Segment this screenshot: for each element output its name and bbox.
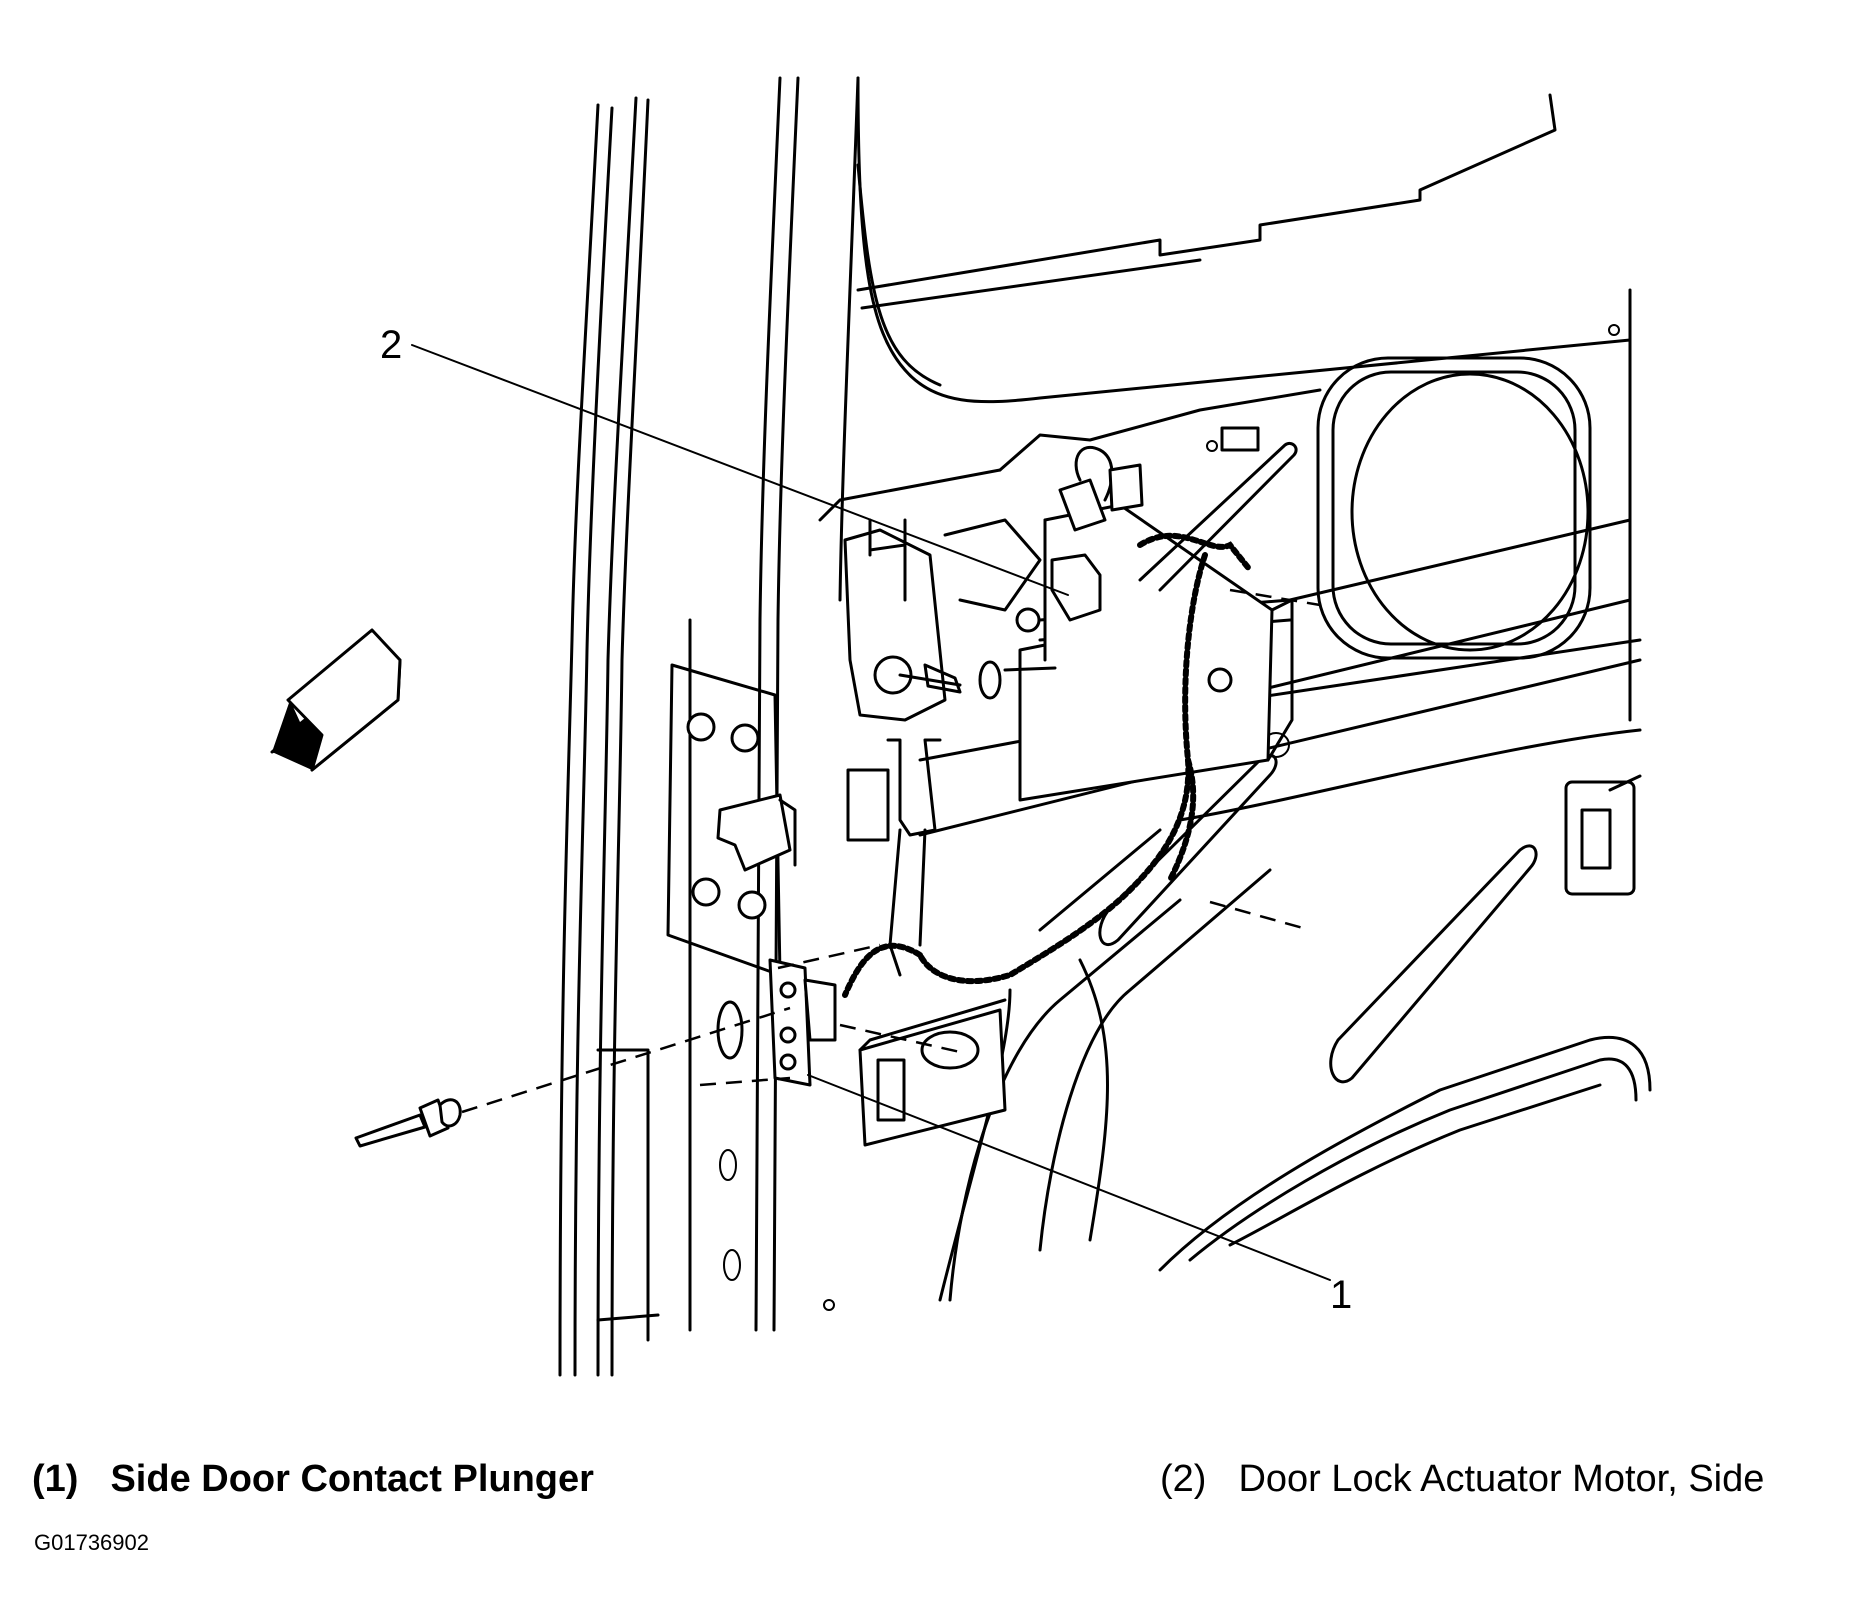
callout-leaders — [411, 344, 1331, 1281]
wiring-harness — [842, 532, 1253, 998]
door-lock-diagram: 2 1 — [270, 76, 1652, 1377]
callout-1: 1 — [1330, 1273, 1352, 1317]
forward-direction-arrow-icon — [270, 628, 402, 772]
side-door-contact-plunger — [354, 958, 1007, 1148]
alignment-lines — [461, 588, 1321, 1114]
legend-item-2-number: (2) — [1160, 1458, 1207, 1500]
legend-item-1-label: Side Door Contact Plunger — [110, 1458, 594, 1500]
callout-2: 2 — [380, 323, 402, 367]
door-frame-pillar — [558, 76, 860, 1377]
figure-id: G01736902 — [34, 1530, 149, 1555]
legend-item-2: (2) Door Lock Actuator Motor, Side — [1160, 1458, 1764, 1501]
legend-item-2-label: Door Lock Actuator Motor, Side — [1238, 1458, 1765, 1500]
legend-item-1: (1) Side Door Contact Plunger — [32, 1458, 594, 1501]
legend-item-1-number: (1) — [32, 1458, 79, 1500]
door-lock-actuator-motor — [843, 441, 1298, 977]
